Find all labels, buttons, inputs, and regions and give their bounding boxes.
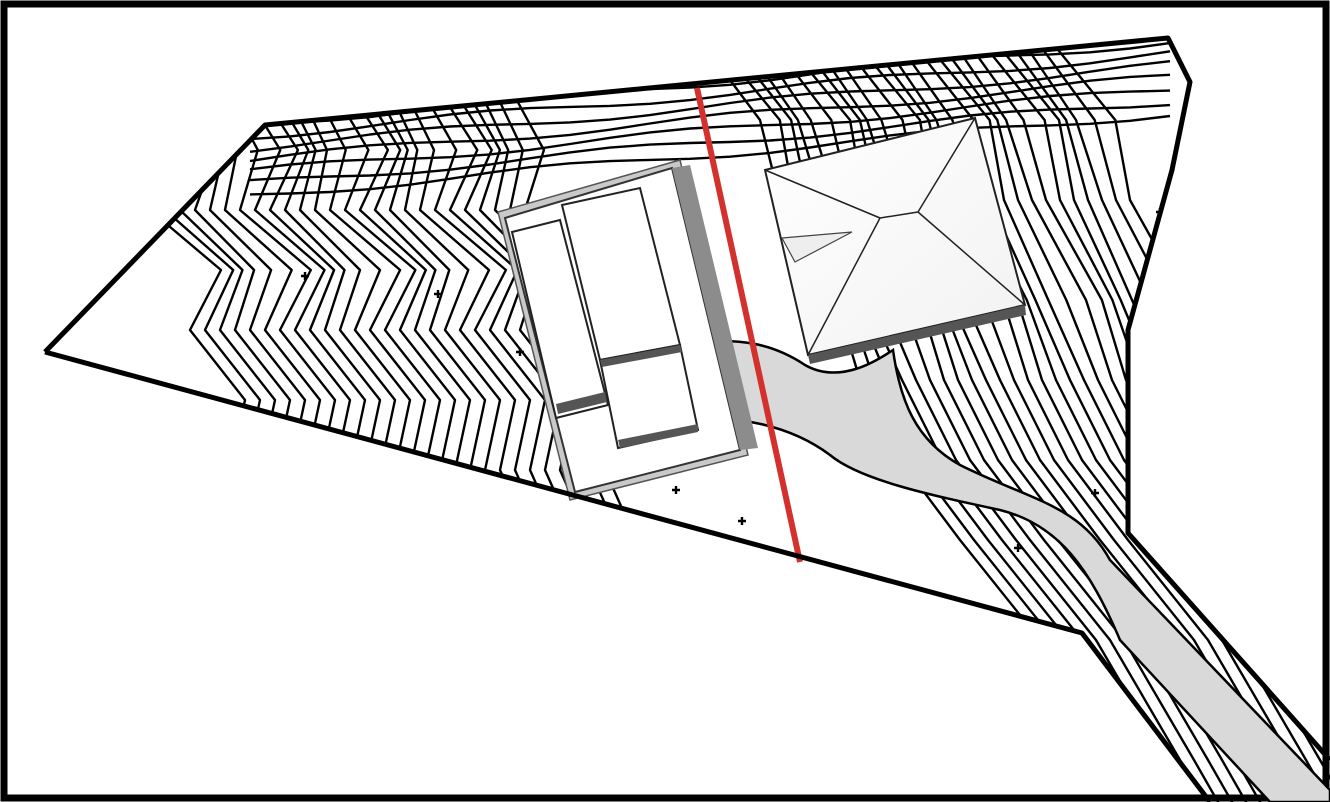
- wing-step-shadow: [556, 392, 607, 414]
- roof-ridge-line: [917, 211, 1026, 306]
- contour-line: [1091, 489, 1099, 497]
- contour-line: [1014, 544, 1022, 552]
- lower-roof-shadow: [618, 424, 698, 448]
- contour-line: [249, 89, 1171, 171]
- roof-ridge-line: [807, 217, 881, 356]
- contour-line: [358, 59, 512, 561]
- driveway: [678, 339, 1330, 802]
- contour-line: [951, 39, 1330, 802]
- building-wing-left: [510, 218, 610, 420]
- roof-ridge-line: [917, 117, 976, 213]
- contour-line: [328, 59, 482, 561]
- contour-line: [403, 59, 557, 561]
- contour-line: [118, 59, 272, 561]
- contour-line: [133, 59, 287, 561]
- property-boundary-north: [43, 35, 1330, 762]
- contour-line: [418, 59, 572, 561]
- existing-building: [497, 159, 758, 501]
- new-building: [763, 116, 1027, 364]
- contour-line: [433, 59, 587, 561]
- setback-line: [694, 87, 803, 563]
- east-wall-shadow: [672, 165, 758, 450]
- hip-roof-eave-shadow: [808, 305, 1026, 364]
- contour-line: [993, 39, 1330, 802]
- roof-step-shadow: [600, 345, 682, 367]
- contour-line: [249, 73, 1171, 163]
- contour-line: [249, 60, 1171, 153]
- contour-line: [148, 59, 302, 561]
- contour-line: [434, 290, 442, 298]
- contour-line: [249, 50, 1171, 141]
- contour-line: [738, 517, 746, 525]
- roof-ridge-line: [764, 169, 881, 219]
- contour-line: [373, 59, 527, 561]
- contour-line: [253, 59, 407, 561]
- contour-line: [388, 59, 542, 561]
- roof-ridge-line: [879, 211, 919, 219]
- property-boundary-south: [44, 349, 1212, 802]
- contour-line: [516, 348, 524, 356]
- contour-line: [301, 272, 309, 280]
- contour-line: [672, 486, 680, 494]
- dormer: [781, 231, 853, 263]
